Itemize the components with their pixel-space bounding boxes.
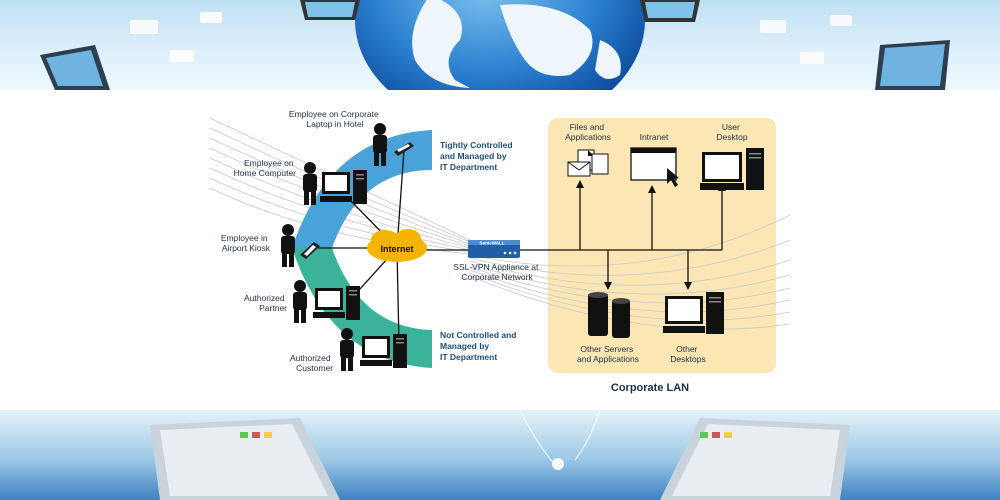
- bottom-banner-image: [0, 410, 1000, 500]
- laptop-icon: [150, 418, 340, 500]
- laptop-icon: [394, 142, 414, 156]
- desktop-computer-icon: [663, 292, 724, 334]
- server-icon: [588, 292, 630, 338]
- desktop-computer-icon: [313, 286, 360, 320]
- laptop-icon: [300, 0, 360, 20]
- label-partner: Authorized Partner: [244, 293, 287, 313]
- files-applications-label: Files and Applications: [565, 122, 611, 142]
- label-kiosk-employee: Employee in Airport Kiosk: [221, 233, 271, 253]
- intranet-label: Intranet: [640, 132, 669, 142]
- intranet-window-icon: [630, 147, 679, 187]
- sslvpn-appliance-icon: [468, 240, 520, 258]
- person-icon: [303, 162, 317, 205]
- appliance-brand: SonicWALL: [480, 241, 505, 246]
- person-icon: [293, 280, 307, 323]
- top-banner-illustration: [40, 0, 950, 90]
- top-banner-image: [0, 0, 1000, 90]
- corporate-lan-title: Corporate LAN: [611, 382, 689, 394]
- other-desktops-label: Other Desktops: [670, 344, 705, 364]
- laptop-icon: [660, 418, 850, 500]
- laptop-icon: [875, 40, 950, 90]
- files-icon: [567, 149, 609, 177]
- laptop-icon: [40, 45, 110, 90]
- bottom-banner-illustration: [150, 410, 850, 500]
- decorative-lines: [209, 117, 791, 330]
- label-customer: Authorized Customer: [290, 353, 333, 373]
- internet-label: Internet: [380, 244, 413, 254]
- internet-cloud-icon: [367, 229, 427, 262]
- laptop-icon: [640, 0, 700, 22]
- label-home-employee: Employee on Home Computer: [234, 158, 297, 178]
- desktop-computer-icon: [360, 334, 407, 368]
- person-icon: [373, 123, 387, 166]
- kiosk-icon: [300, 242, 320, 259]
- network-diagram: Internet SonicWALL SSL-VPN Appliance at …: [0, 90, 1000, 410]
- not-controlled-label: Not Controlled and Managed by IT Departm…: [440, 330, 519, 362]
- other-servers-label: Other Servers and Applications: [577, 344, 639, 364]
- tightly-controlled-label: Tightly Controlled and Managed by IT Dep…: [440, 140, 515, 172]
- label-hotel-employee: Employee on Corporate Laptop in Hotel: [289, 109, 381, 129]
- person-icon: [340, 328, 354, 371]
- globe-icon: [355, 0, 645, 90]
- desktop-computer-icon: [700, 148, 764, 190]
- appliance-caption: SSL-VPN Appliance at Corporate Network: [453, 262, 540, 282]
- person-icon: [281, 224, 295, 267]
- desktop-computer-icon: [320, 170, 367, 204]
- user-desktop-label: User Desktop: [716, 122, 747, 142]
